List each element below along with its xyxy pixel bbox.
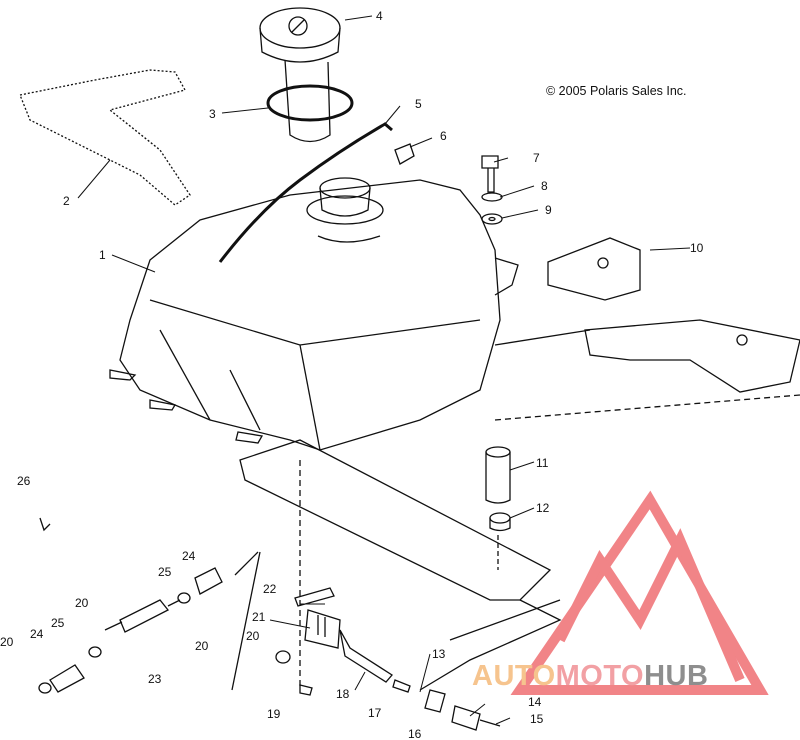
callout-label: 17 xyxy=(368,706,382,720)
callout-label: 21 xyxy=(252,610,266,624)
fuel-tank-part xyxy=(109,179,519,451)
callout-label: 23 xyxy=(148,672,162,686)
callout-label: 14 xyxy=(528,695,542,709)
callout-label: 20 xyxy=(0,635,14,649)
callout-label: 20 xyxy=(75,596,89,610)
callout-label: 15 xyxy=(530,712,544,726)
callout-label: 4 xyxy=(376,9,383,23)
callout-label: 24 xyxy=(30,627,44,641)
filler-neck-part xyxy=(306,177,384,243)
callout-label: 12 xyxy=(536,501,550,515)
foam-pad-part xyxy=(19,69,191,206)
callout-label: 26 xyxy=(17,474,31,488)
fuel-cap-part xyxy=(259,7,341,143)
callout-labels: 1 2 3 4 5 6 7 8 9 10 11 12 13 14 15 16 1… xyxy=(0,9,704,740)
watermark-part-moto: MOTO xyxy=(555,660,645,692)
parts-linework xyxy=(19,7,800,731)
callout-label: 11 xyxy=(536,456,549,470)
callout-label: 13 xyxy=(432,647,446,661)
watermark-part-hub: HUB xyxy=(644,660,709,692)
copyright-text: © 2005 Polaris Sales Inc. xyxy=(546,84,687,98)
o-ring-part xyxy=(266,84,354,122)
leader-lines xyxy=(77,15,691,725)
callout-label: 25 xyxy=(158,565,172,579)
callout-label: 25 xyxy=(51,616,65,630)
callout-label: 3 xyxy=(209,107,216,121)
callout-label: 22 xyxy=(263,582,277,596)
frame-rail-part xyxy=(239,439,562,691)
callout-label: 10 xyxy=(690,241,704,255)
watermark-text: AUTOMOTOHUB xyxy=(472,660,708,693)
callout-label: 19 xyxy=(267,707,281,721)
callout-label: 24 xyxy=(182,549,196,563)
vent-fitting-part xyxy=(394,143,415,165)
clip-part xyxy=(39,517,51,532)
bolt-washer-parts xyxy=(481,155,503,225)
callout-label: 6 xyxy=(440,129,447,143)
vent-hose-part xyxy=(218,122,393,263)
callout-label: 7 xyxy=(533,151,540,165)
callout-label: 18 xyxy=(336,687,350,701)
callout-label: 20 xyxy=(195,639,209,653)
watermark-logo-icon xyxy=(510,490,769,695)
callout-label: 8 xyxy=(541,179,548,193)
callout-label: 20 xyxy=(246,629,260,643)
callout-label: 16 xyxy=(408,727,422,740)
watermark-part-auto: AUTO xyxy=(472,660,556,692)
spacer-bushing-parts xyxy=(485,446,511,570)
fuel-filter-part xyxy=(38,551,291,694)
fuel-valve-assembly-part xyxy=(294,460,501,731)
callout-label: 1 xyxy=(99,248,106,262)
callout-label: 9 xyxy=(545,203,552,217)
mount-pad-part xyxy=(494,237,800,421)
callout-label: 2 xyxy=(63,194,70,208)
callout-label: 5 xyxy=(415,97,422,111)
